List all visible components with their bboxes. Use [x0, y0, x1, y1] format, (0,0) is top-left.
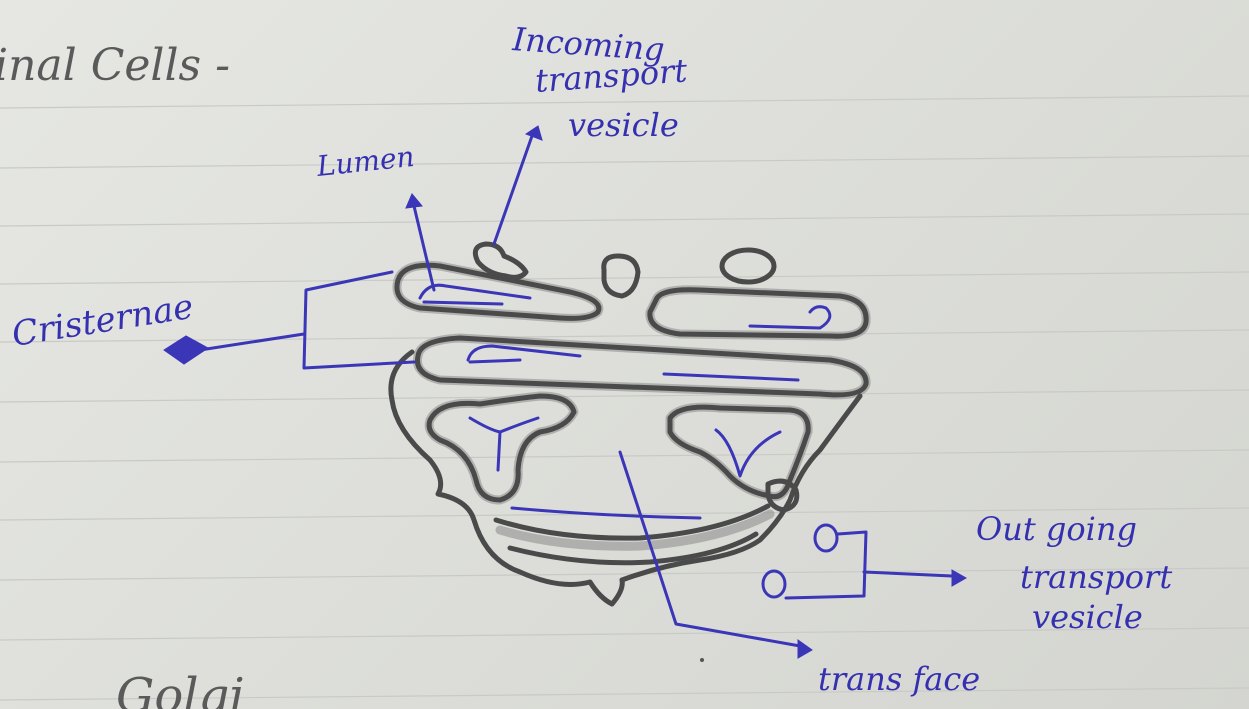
- outgoing-vesicle-2: [763, 571, 785, 597]
- stray-dot: [700, 658, 704, 662]
- outgoing-arrowhead: [952, 570, 966, 586]
- outgoing-vesicle-1: [815, 525, 837, 551]
- heading-fragment: inal Cells -: [0, 40, 230, 91]
- label-cisternae: Cristernae: [9, 287, 196, 355]
- incoming-pointer-line: [494, 136, 532, 244]
- outgoing-bracket: [786, 532, 866, 598]
- label-outgoing-3: vesicle: [1032, 598, 1143, 636]
- label-outgoing-2: transport: [1020, 558, 1172, 596]
- bottom-fragment: Golgi: [116, 668, 245, 709]
- lumen-pointer-line: [414, 206, 434, 290]
- outgoing-pointer-line: [864, 572, 952, 576]
- vesicle-bud-middle: [604, 256, 638, 296]
- label-outgoing-1: Out going: [976, 510, 1137, 548]
- lumen-arrowhead: [406, 194, 422, 208]
- incoming-arrowhead: [526, 126, 542, 140]
- cisternae-pointer-line: [200, 334, 304, 350]
- label-incoming-3: vesicle: [568, 106, 679, 144]
- label-lumen: Lumen: [314, 140, 416, 183]
- golgi-body: [391, 244, 866, 604]
- inner-pouch-left: [429, 396, 574, 500]
- trans-face-arrowhead: [798, 640, 812, 658]
- label-trans-face: trans face: [818, 660, 980, 698]
